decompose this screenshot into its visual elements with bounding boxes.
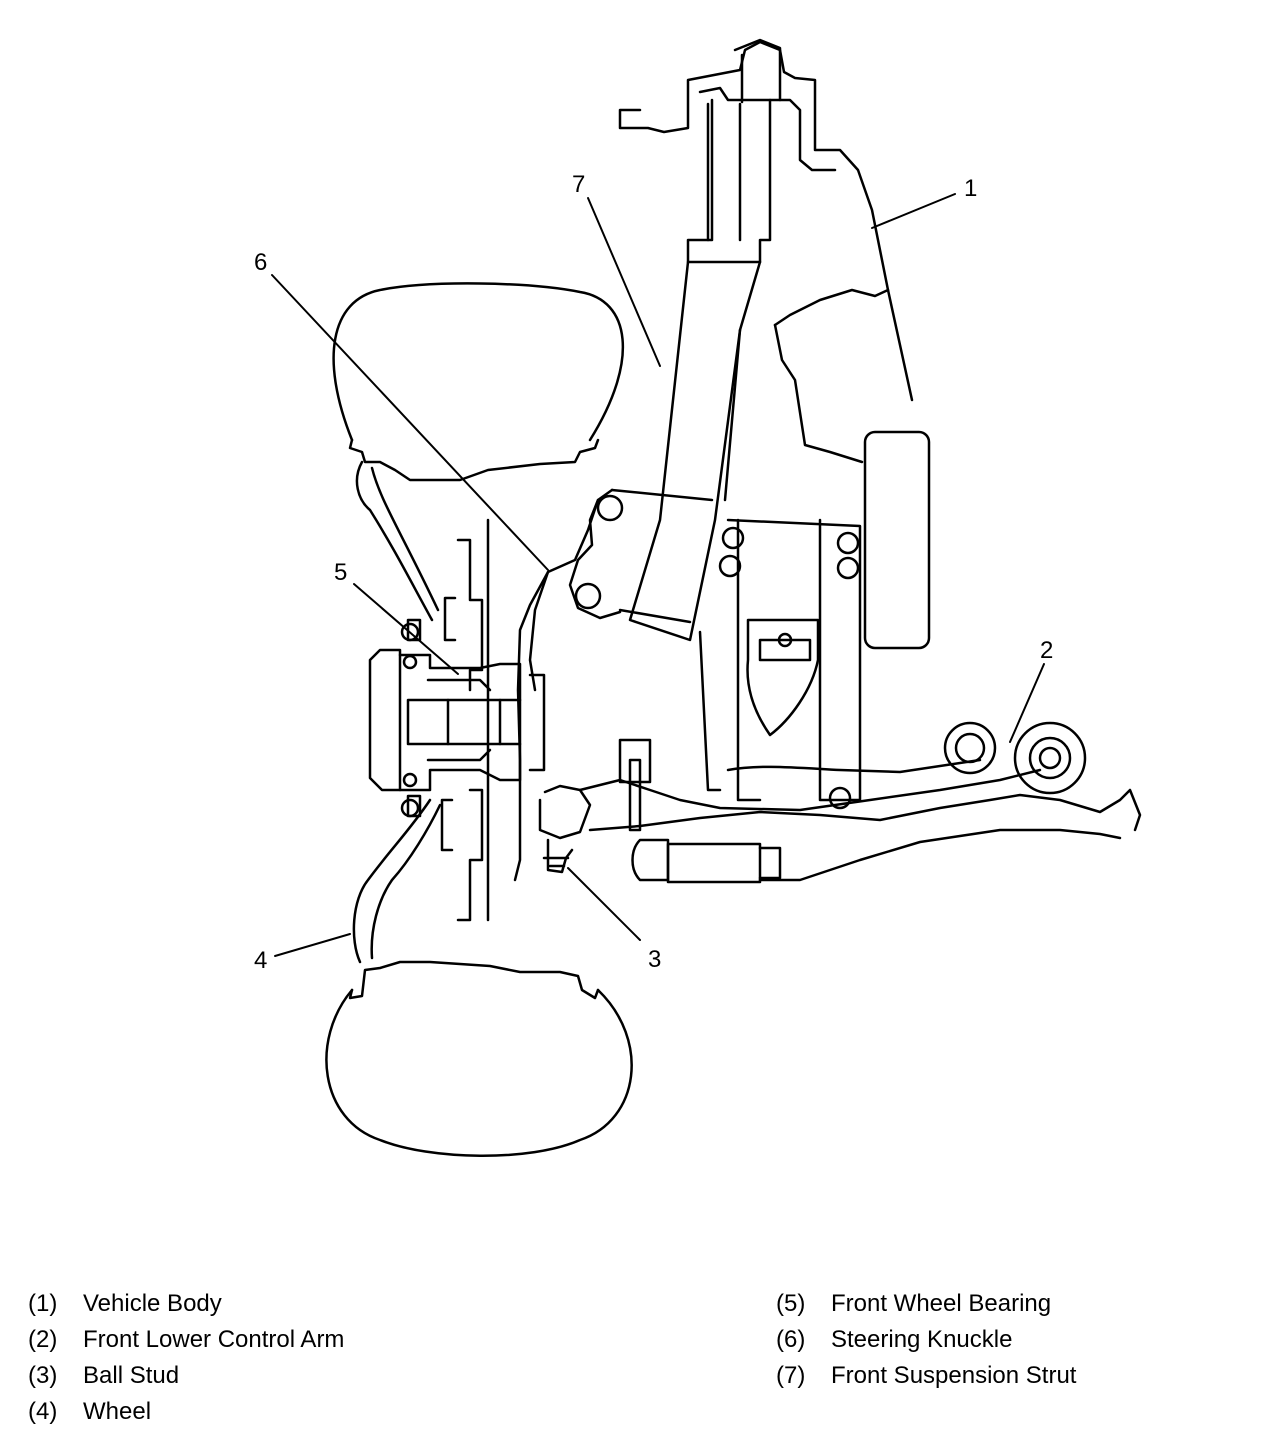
callout-2: 2 (1040, 637, 1053, 664)
legend-item: (1) Vehicle Body (28, 1286, 344, 1322)
legend-label: Front Lower Control Arm (83, 1326, 345, 1353)
hub-and-rotor (368, 518, 522, 922)
leader-line-1 (871, 193, 956, 229)
leader-line-5 (353, 583, 459, 675)
wheel-tire-upper (332, 282, 625, 482)
legend-label: Ball Stud (83, 1362, 180, 1389)
callout-3: 3 (648, 946, 661, 973)
legend-number: (3) (28, 1362, 58, 1389)
ball-stud (538, 784, 592, 874)
legend-label: Vehicle Body (83, 1290, 222, 1317)
legend-item: (3) Ball Stud (28, 1358, 344, 1394)
legend-number: (1) (28, 1290, 58, 1317)
legend-label: Front Suspension Strut (831, 1362, 1077, 1389)
legend-left: (1) Vehicle Body (2) Front Lower Control… (28, 1286, 344, 1430)
legend-item: (7) Front Suspension Strut (776, 1358, 1076, 1394)
callout-4: 4 (254, 947, 267, 974)
legend-item: (6) Steering Knuckle (776, 1322, 1076, 1358)
subframe-bracket (718, 518, 862, 810)
legend-number: (6) (776, 1326, 806, 1353)
leader-line-6 (271, 274, 549, 571)
legend-number: (4) (28, 1398, 58, 1425)
legend-right: (5) Front Wheel Bearing (6) Steering Knu… (776, 1286, 1076, 1394)
legend-label: Steering Knuckle (831, 1326, 1013, 1353)
front-suspension-strut (610, 38, 782, 792)
vehicle-body (618, 40, 931, 650)
leader-line-7 (587, 197, 661, 367)
suspension-diagram: 1 2 3 4 5 6 7 (254, 38, 1142, 1157)
front-lower-control-arm (578, 721, 1142, 884)
callout-7: 7 (572, 171, 585, 198)
leader-line-4 (274, 933, 351, 957)
legend-number: (5) (776, 1290, 806, 1317)
callout-6: 6 (254, 249, 267, 276)
leader-line-2 (1009, 663, 1045, 743)
steering-knuckle (513, 488, 624, 882)
callout-1: 1 (964, 175, 977, 202)
legend-number: (7) (776, 1362, 806, 1389)
legend-item: (2) Front Lower Control Arm (28, 1322, 344, 1358)
wheel-rim (352, 460, 442, 964)
legend-number: (2) (28, 1326, 58, 1353)
legend-item: (5) Front Wheel Bearing (776, 1286, 1076, 1322)
legend-item: (4) Wheel (28, 1394, 344, 1430)
wheel-tire-lower (325, 960, 633, 1157)
leader-lines (271, 193, 1045, 957)
callout-5: 5 (334, 559, 347, 586)
leader-line-3 (567, 867, 641, 941)
legend-label: Front Wheel Bearing (831, 1290, 1052, 1317)
legend-label: Wheel (83, 1398, 152, 1425)
